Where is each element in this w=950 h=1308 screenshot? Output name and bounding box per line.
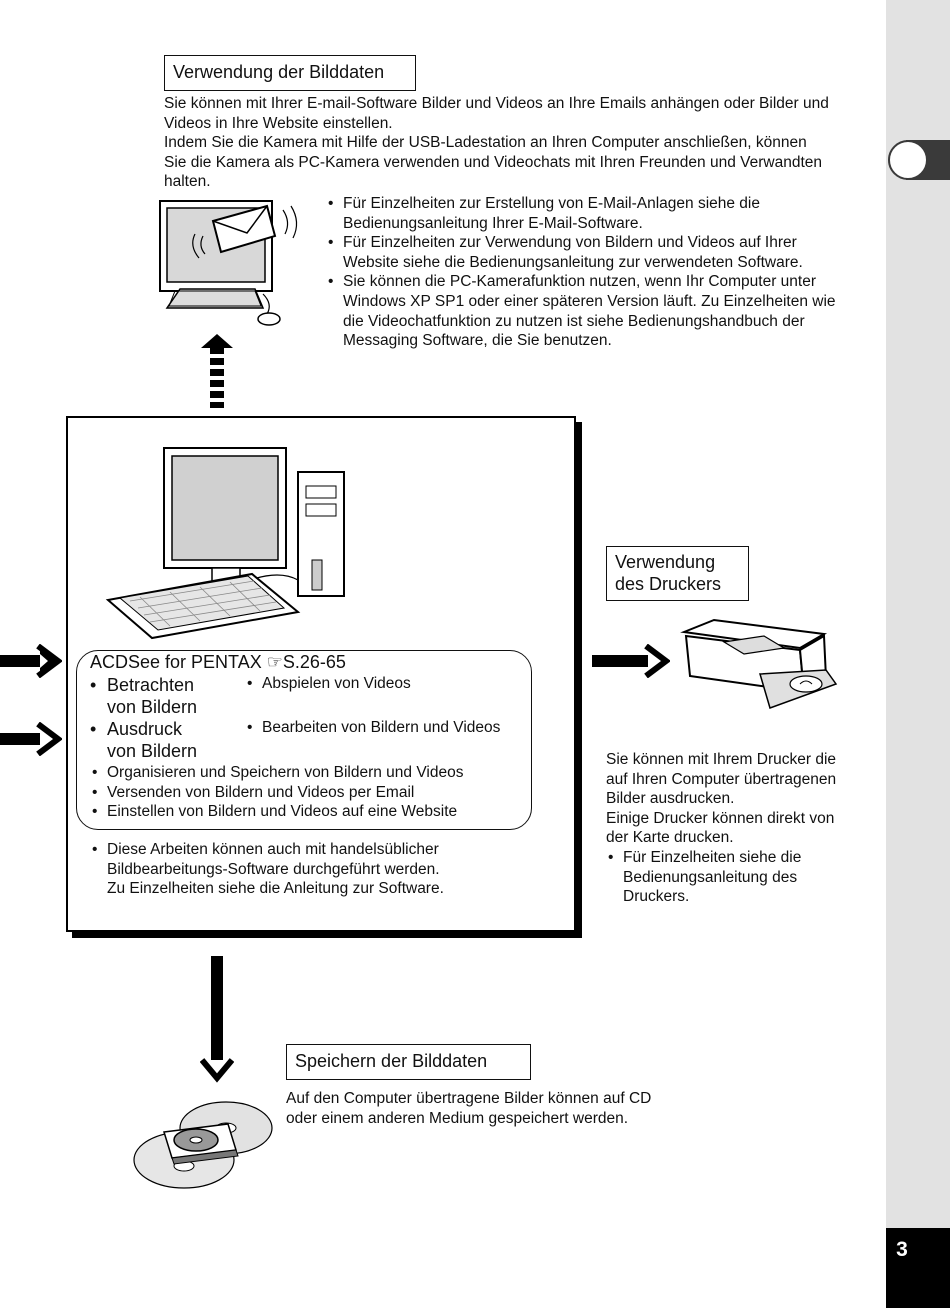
drucker-bullets: Für Einzelheiten siehe die Bedienungsanl… [606, 848, 876, 907]
speichern-line: oder einem anderen Medium gespeichert we… [286, 1109, 629, 1127]
page-sidebar [886, 0, 950, 1308]
bilddaten-bullets: Für Einzelheiten zur Erstellung von E-Ma… [326, 194, 876, 351]
bullet-line: Für Einzelheiten siehe die [623, 848, 802, 866]
chapter-tab-circle [888, 140, 928, 180]
heading-speichern: Speichern der Bilddaten [286, 1044, 531, 1080]
arrow-right-icon [592, 644, 670, 678]
item-label: Ausdruck [107, 719, 183, 739]
arrow-down-icon [200, 956, 234, 1083]
bullet-line: Druckers. [623, 888, 690, 906]
list-item: Bearbeiten von Bildern und Videos [245, 718, 500, 738]
bullet-line: Bedienungsanleitung des [623, 868, 798, 886]
list-item: Versenden von Bildern und Videos per Ema… [90, 783, 520, 803]
bullet-line: die Videochatfunktion zu nutzen ist sieh… [343, 312, 805, 330]
intro-line: Videos in Ihre Website einstellen. [164, 114, 393, 132]
acdsee-item-betrachten: •Betrachten von Bildern [90, 674, 250, 718]
drucker-line: Bilder ausdrucken. [606, 790, 735, 808]
page-number-box [886, 1228, 950, 1308]
arrow-right-icon [0, 644, 62, 678]
intro-line: Sie können mit Ihrer E-mail-Software Bil… [164, 95, 829, 112]
acdsee-item-bearbeiten: Bearbeiten von Bildern und Videos [245, 718, 500, 738]
intro-line: Indem Sie die Kamera mit Hilfe der USB-L… [164, 134, 807, 152]
bullet-item: Für Einzelheiten zur Erstellung von E-Ma… [326, 194, 876, 233]
email-computer-icon [159, 200, 298, 326]
heading-line: Verwendung [615, 552, 716, 572]
acdsee-small-items: Organisieren und Speichern von Bildern u… [90, 763, 520, 822]
bullet-line: Sie können die PC-Kamerafunktion nutzen,… [343, 273, 817, 291]
intro-line: halten. [164, 173, 211, 191]
list-item: Abspielen von Videos [245, 674, 411, 694]
acdsee-item-ausdruck: •Ausdruck von Bildern [90, 718, 250, 762]
list-item: Einstellen von Bildern und Videos auf ei… [90, 802, 520, 822]
bullet-item: Für Einzelheiten zur Verwendung von Bild… [326, 233, 876, 272]
list-item: Organisieren und Speichern von Bildern u… [90, 763, 520, 783]
arrow-right-icon [0, 722, 62, 756]
bullet-line: Windows XP SP1 oder einer späteren Versi… [343, 292, 836, 310]
bullet-line: Messaging Software, die Sie benutzen. [343, 332, 612, 350]
note-line: Diese Arbeiten können auch mit handelsüb… [107, 841, 439, 858]
printer-icon [680, 618, 838, 709]
acdsee-title: ACDSee for PENTAX ☞S.26-65 [90, 652, 346, 672]
bullet-line: Website siehe die Bedienungsanleitung zu… [343, 253, 803, 271]
bullet-item: Für Einzelheiten siehe die Bedienungsanl… [606, 848, 876, 907]
cd-disc-icon [133, 1101, 273, 1189]
item-label: von Bildern [107, 697, 198, 717]
drucker-line: Einige Drucker können direkt von [606, 809, 835, 827]
note-line: Zu Einzelheiten siehe die Anleitung zur … [107, 880, 444, 898]
drucker-line: der Karte drucken. [606, 829, 734, 847]
bullet-line: Bedienungsanleitung Ihrer E-Mail-Softwar… [343, 214, 643, 232]
heading-bilddaten: Verwendung der Bilddaten [164, 55, 416, 91]
desktop-computer-icon [105, 447, 345, 640]
bullet-line: Für Einzelheiten zur Erstellung von E-Ma… [343, 195, 760, 212]
speichern-text: Auf den Computer übertragene Bilder könn… [286, 1089, 706, 1128]
heading-line: des Druckers [615, 574, 722, 594]
drucker-line: auf Ihren Computer übertragenen [606, 770, 837, 788]
acdsee-note: Diese Arbeiten können auch mit handelsüb… [90, 840, 550, 899]
arrow-up-icon [201, 334, 233, 408]
drucker-text: Sie können mit Ihrem Drucker die auf Ihr… [606, 750, 876, 907]
item-label: Betrachten [107, 675, 195, 695]
speichern-line: Auf den Computer übertragene Bilder könn… [286, 1090, 652, 1107]
bullet-item: Sie können die PC-Kamerafunktion nutzen,… [326, 272, 876, 350]
item-label: von Bildern [107, 741, 198, 761]
intro-line: Sie die Kamera als PC-Kamera verwenden u… [164, 153, 822, 171]
note-line: Bildbearbeitungs-Software durchgeführt w… [107, 860, 440, 878]
bullet-line: Für Einzelheiten zur Verwendung von Bild… [343, 234, 797, 252]
page-number: 3 [896, 1238, 908, 1261]
heading-drucker: Verwendung des Druckers [606, 546, 749, 601]
drucker-line: Sie können mit Ihrem Drucker die [606, 751, 837, 768]
note-item: Diese Arbeiten können auch mit handelsüb… [90, 840, 550, 899]
acdsee-item-abspielen: Abspielen von Videos [245, 674, 411, 694]
intro-text: Sie können mit Ihrer E-mail-Software Bil… [164, 94, 879, 192]
